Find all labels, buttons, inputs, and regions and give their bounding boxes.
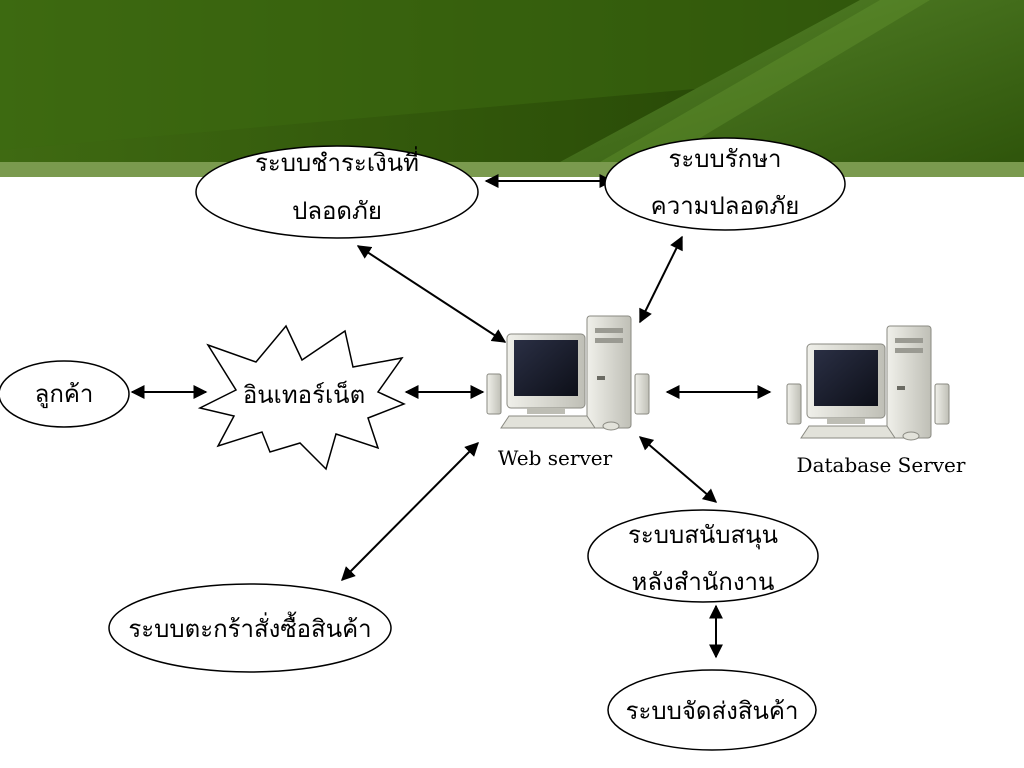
security-line-1: ระบบรักษา (669, 145, 782, 173)
backoffice-line-1: ระบบสนับสนุน (628, 521, 778, 550)
web-server-computer: Web server (486, 315, 650, 470)
node-internet: อินเทอร์เน็ต (197, 324, 406, 471)
node-security-system: ระบบรักษา ความปลอดภัย (604, 137, 846, 231)
header-banner (0, 0, 1024, 177)
computer-icon (486, 315, 650, 431)
node-cart-system: ระบบตะกร้าสั่งซื้อสินค้า (108, 583, 392, 673)
security-line-2: ความปลอดภัย (651, 192, 800, 220)
link-payment-webserver (356, 245, 507, 343)
backoffice-line-2: หลังสำนักงาน (632, 568, 775, 596)
link-security-webserver (639, 235, 683, 324)
database-server-computer: Database Server (786, 325, 966, 477)
node-shipping-system: ระบบจัดส่งสินค้า (607, 669, 817, 751)
connectors (130, 174, 772, 659)
link-webserver-cart (341, 442, 479, 581)
cart-label: ระบบตะกร้าสั่งซื้อสินค้า (128, 611, 371, 643)
node-backoffice-system: ระบบสนับสนุน หลังสำนักงาน (587, 509, 819, 603)
internet-label: อินเทอร์เน็ต (243, 380, 365, 409)
payment-line-2: ปลอดภัย (292, 197, 382, 225)
database-server-label: Database Server (797, 453, 966, 477)
node-payment-system: ระบบชำระเงินที่ ปลอดภัย (195, 145, 479, 239)
web-server-label: Web server (498, 446, 613, 470)
computer-icon (786, 325, 950, 441)
link-webserver-backoffice (638, 436, 718, 503)
shipping-label: ระบบจัดส่งสินค้า (626, 697, 799, 725)
customer-label: ลูกค้า (35, 380, 94, 409)
payment-line-1: ระบบชำระเงินที่ (255, 146, 419, 177)
node-customer: ลูกค้า (0, 360, 130, 428)
